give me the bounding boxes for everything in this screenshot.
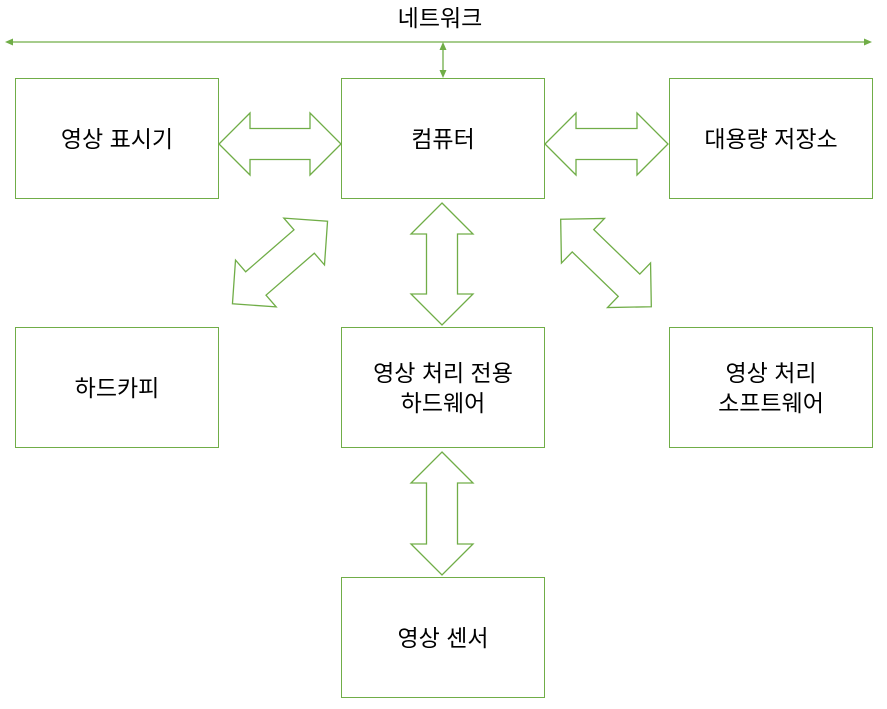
node-image-display: 영상 표시기 — [15, 78, 219, 199]
arrowhead-right — [864, 38, 872, 46]
arrow-processing-hardware-sensor — [409, 451, 475, 576]
network-computer-connector — [439, 42, 447, 78]
node-image-processing-hardware: 영상 처리 전용 하드웨어 — [341, 327, 545, 448]
node-image-processing-software: 영상 처리 소프트웨어 — [669, 327, 873, 448]
node-label: 대용량 저장소 — [704, 125, 838, 152]
node-label-line-2: 하드웨어 — [400, 389, 486, 416]
node-label-line-2: 소프트웨어 — [718, 389, 824, 416]
node-label-line-1: 영상 처리 — [725, 359, 817, 386]
node-hardcopy: 하드카피 — [15, 327, 219, 448]
node-label-line-1: 영상 처리 전용 — [373, 359, 513, 386]
arrow-computer-processing-hardware — [409, 202, 475, 326]
network-bus-arrow — [5, 38, 872, 46]
arrowhead-down — [439, 70, 447, 78]
arrowhead-up — [439, 42, 447, 50]
arrow-computer-processing-software — [560, 217, 652, 309]
node-label: 영상 표시기 — [60, 125, 174, 152]
node-image-sensor: 영상 센서 — [341, 577, 545, 698]
arrow-computer-hardcopy — [231, 217, 329, 308]
arrow-display-computer — [218, 111, 342, 177]
network-label: 네트워크 — [397, 5, 483, 31]
arrow-computer-storage — [544, 111, 669, 177]
node-label: 컴퓨터 — [411, 125, 475, 152]
node-label: 영상 센서 — [397, 624, 489, 651]
arrowhead-left — [5, 38, 13, 46]
node-mass-storage: 대용량 저장소 — [669, 78, 873, 199]
node-computer: 컴퓨터 — [341, 78, 545, 199]
node-label: 하드카피 — [74, 374, 160, 401]
